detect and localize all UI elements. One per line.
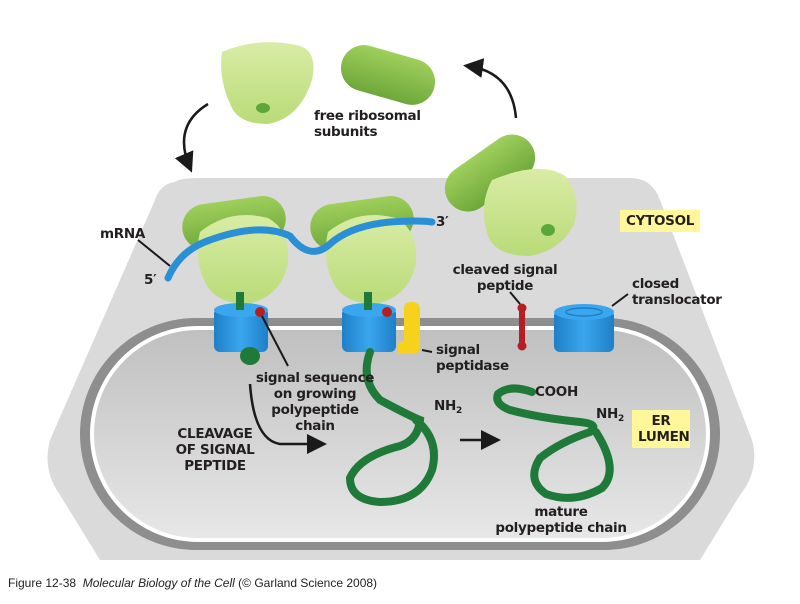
label-line: OF SIGNAL	[175, 442, 255, 458]
free-small-subunit-hole	[256, 103, 270, 113]
figure-caption: Figure 12-38 Molecular Biology of the Ce…	[8, 576, 377, 590]
mrna-leader	[137, 239, 171, 267]
ribosome2-small-subunit	[325, 215, 417, 304]
caption-figure-number: Figure 12-38	[8, 576, 77, 590]
label-line: PEPTIDE	[184, 458, 246, 474]
label-line: chain	[295, 418, 335, 434]
label-line: subunits	[314, 124, 378, 140]
label-line: LUMEN	[638, 429, 690, 445]
label-line: on growing	[273, 386, 357, 402]
label-line: polypeptide chain	[495, 520, 627, 536]
label-er-lumen: ER LUMEN	[632, 410, 690, 448]
free-large-subunit	[340, 45, 436, 105]
nascent-chain-2	[364, 292, 372, 310]
label-3-prime: 3′	[436, 214, 449, 230]
label-cleavage-of-signal-peptide: CLEAVAGE OF SIGNAL PEPTIDE	[160, 426, 270, 474]
label-line: ER	[651, 413, 671, 429]
nh2-text: NH	[434, 398, 456, 414]
label-line: mature	[534, 504, 588, 520]
free-small-subunit	[221, 42, 314, 124]
caption-credit: (© Garland Science 2008)	[238, 576, 378, 590]
label-line: signal sequence	[255, 370, 375, 386]
released-small-subunit-hole	[541, 224, 555, 236]
label-nh2-1: NH2	[434, 398, 462, 419]
polypeptide-chain-cleaving	[345, 348, 438, 507]
label-signal-sequence: signal sequence on growing polypeptide c…	[250, 370, 380, 434]
arrow-to-free-subunits	[463, 58, 518, 119]
signal-peptidase-leader	[421, 349, 433, 353]
label-line: polypeptide	[271, 402, 359, 418]
label-line: closed	[632, 276, 679, 292]
nascent-chain-1	[236, 292, 244, 310]
label-line: peptide	[476, 278, 534, 294]
closed-translocator	[554, 310, 614, 352]
label-mature-polypeptide-chain: mature polypeptide chain	[486, 504, 636, 536]
closed-translocator-rim	[565, 307, 603, 317]
nh2-subscript: 2	[456, 406, 462, 416]
cleavage-arrow	[248, 383, 327, 454]
mrna-strand	[164, 217, 436, 282]
label-line: CLEAVAGE	[177, 426, 253, 442]
mature-polypeptide-chain	[493, 384, 614, 502]
nh2-text: NH	[596, 406, 618, 422]
label-cleaved-signal-peptide: cleaved signal peptide	[440, 262, 570, 294]
closed-translocator-top	[554, 304, 614, 320]
label-signal-peptidase: signal peptidase	[436, 342, 509, 374]
label-line: cleaved signal	[452, 262, 558, 278]
signal-sequence-leader	[261, 315, 289, 367]
signal-sequence-1	[255, 307, 265, 317]
label-free-ribosomal-subunits: free ribosomal subunits	[314, 108, 421, 140]
signal-peptidase	[398, 302, 420, 354]
label-closed-translocator: closed translocator	[632, 276, 722, 308]
translocator2	[342, 308, 396, 352]
arrow-to-membrane	[174, 102, 209, 173]
label-line: signal	[436, 342, 480, 358]
label-line: translocator	[632, 292, 722, 308]
label-line: peptidase	[436, 358, 509, 374]
label-line: free ribosomal	[314, 108, 421, 124]
signal-loop-1	[240, 347, 260, 365]
caption-book-title: Molecular Biology of the Cell	[82, 576, 235, 590]
cleaved-signal-peptide-leader	[509, 291, 521, 305]
er-lumen	[94, 330, 706, 538]
released-small-subunit	[483, 168, 577, 256]
label-cooh: COOH	[535, 384, 578, 400]
translocator1	[214, 308, 268, 352]
label-5-prime: 5′	[144, 272, 157, 288]
signal-sequence-2	[382, 307, 392, 317]
closed-translocator-leader	[611, 293, 629, 307]
cleaved-signal-peptide-top	[517, 303, 527, 313]
released-large-subunit	[444, 134, 536, 212]
cleaved-signal-peptide-bottom	[517, 341, 527, 351]
nh2-subscript: 2	[618, 414, 624, 424]
label-cytosol: CYTOSOL	[620, 210, 701, 232]
label-mrna: mRNA	[100, 226, 146, 242]
label-nh2-2: NH2	[596, 406, 624, 427]
